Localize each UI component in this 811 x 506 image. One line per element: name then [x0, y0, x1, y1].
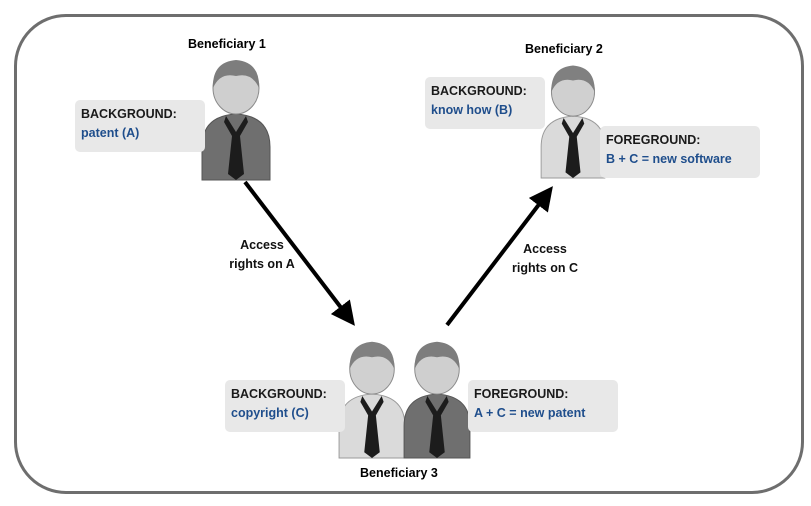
beneficiary-3-person-light-icon: [338, 341, 406, 459]
edge-label-rights-on-c: Access rights on C: [505, 240, 585, 278]
box-title: FOREGROUND:: [474, 387, 569, 401]
box-value: know how (B): [431, 103, 513, 117]
edge-label-rights-on-a: Access rights on A: [222, 236, 302, 274]
beneficiary-3-background-box: BACKGROUND: copyright (C): [225, 380, 345, 432]
beneficiary-3-foreground-box: FOREGROUND: A + C = new patent: [468, 380, 618, 432]
beneficiary-2-name: Beneficiary 2: [525, 42, 603, 56]
beneficiary-2-person-icon: [540, 65, 606, 179]
box-value: copyright (C): [231, 406, 309, 420]
beneficiary-1-background-box: BACKGROUND: patent (A): [75, 100, 205, 152]
arrow-b3-to-b2: [445, 186, 553, 327]
box-value: A + C = new patent: [474, 406, 586, 420]
edge-label-line1: Access: [240, 238, 284, 252]
edge-label-line2: rights on C: [512, 261, 578, 275]
beneficiary-3-person-dark-icon: [403, 341, 471, 459]
box-title: BACKGROUND:: [81, 107, 177, 121]
beneficiary-2-foreground-box: FOREGROUND: B + C = new software: [600, 126, 760, 178]
beneficiary-3-name: Beneficiary 3: [360, 466, 438, 480]
box-title: BACKGROUND:: [231, 387, 327, 401]
edge-label-line1: Access: [523, 242, 567, 256]
edge-label-line2: rights on A: [229, 257, 295, 271]
box-value: B + C = new software: [606, 152, 732, 166]
beneficiary-2-background-box: BACKGROUND: know how (B): [425, 77, 545, 129]
arrow-b1-to-b3: [243, 180, 355, 326]
beneficiary-1-name: Beneficiary 1: [188, 37, 266, 51]
box-value: patent (A): [81, 126, 140, 140]
beneficiary-1-person-icon: [201, 60, 271, 181]
box-title: BACKGROUND:: [431, 84, 527, 98]
box-title: FOREGROUND:: [606, 133, 701, 147]
